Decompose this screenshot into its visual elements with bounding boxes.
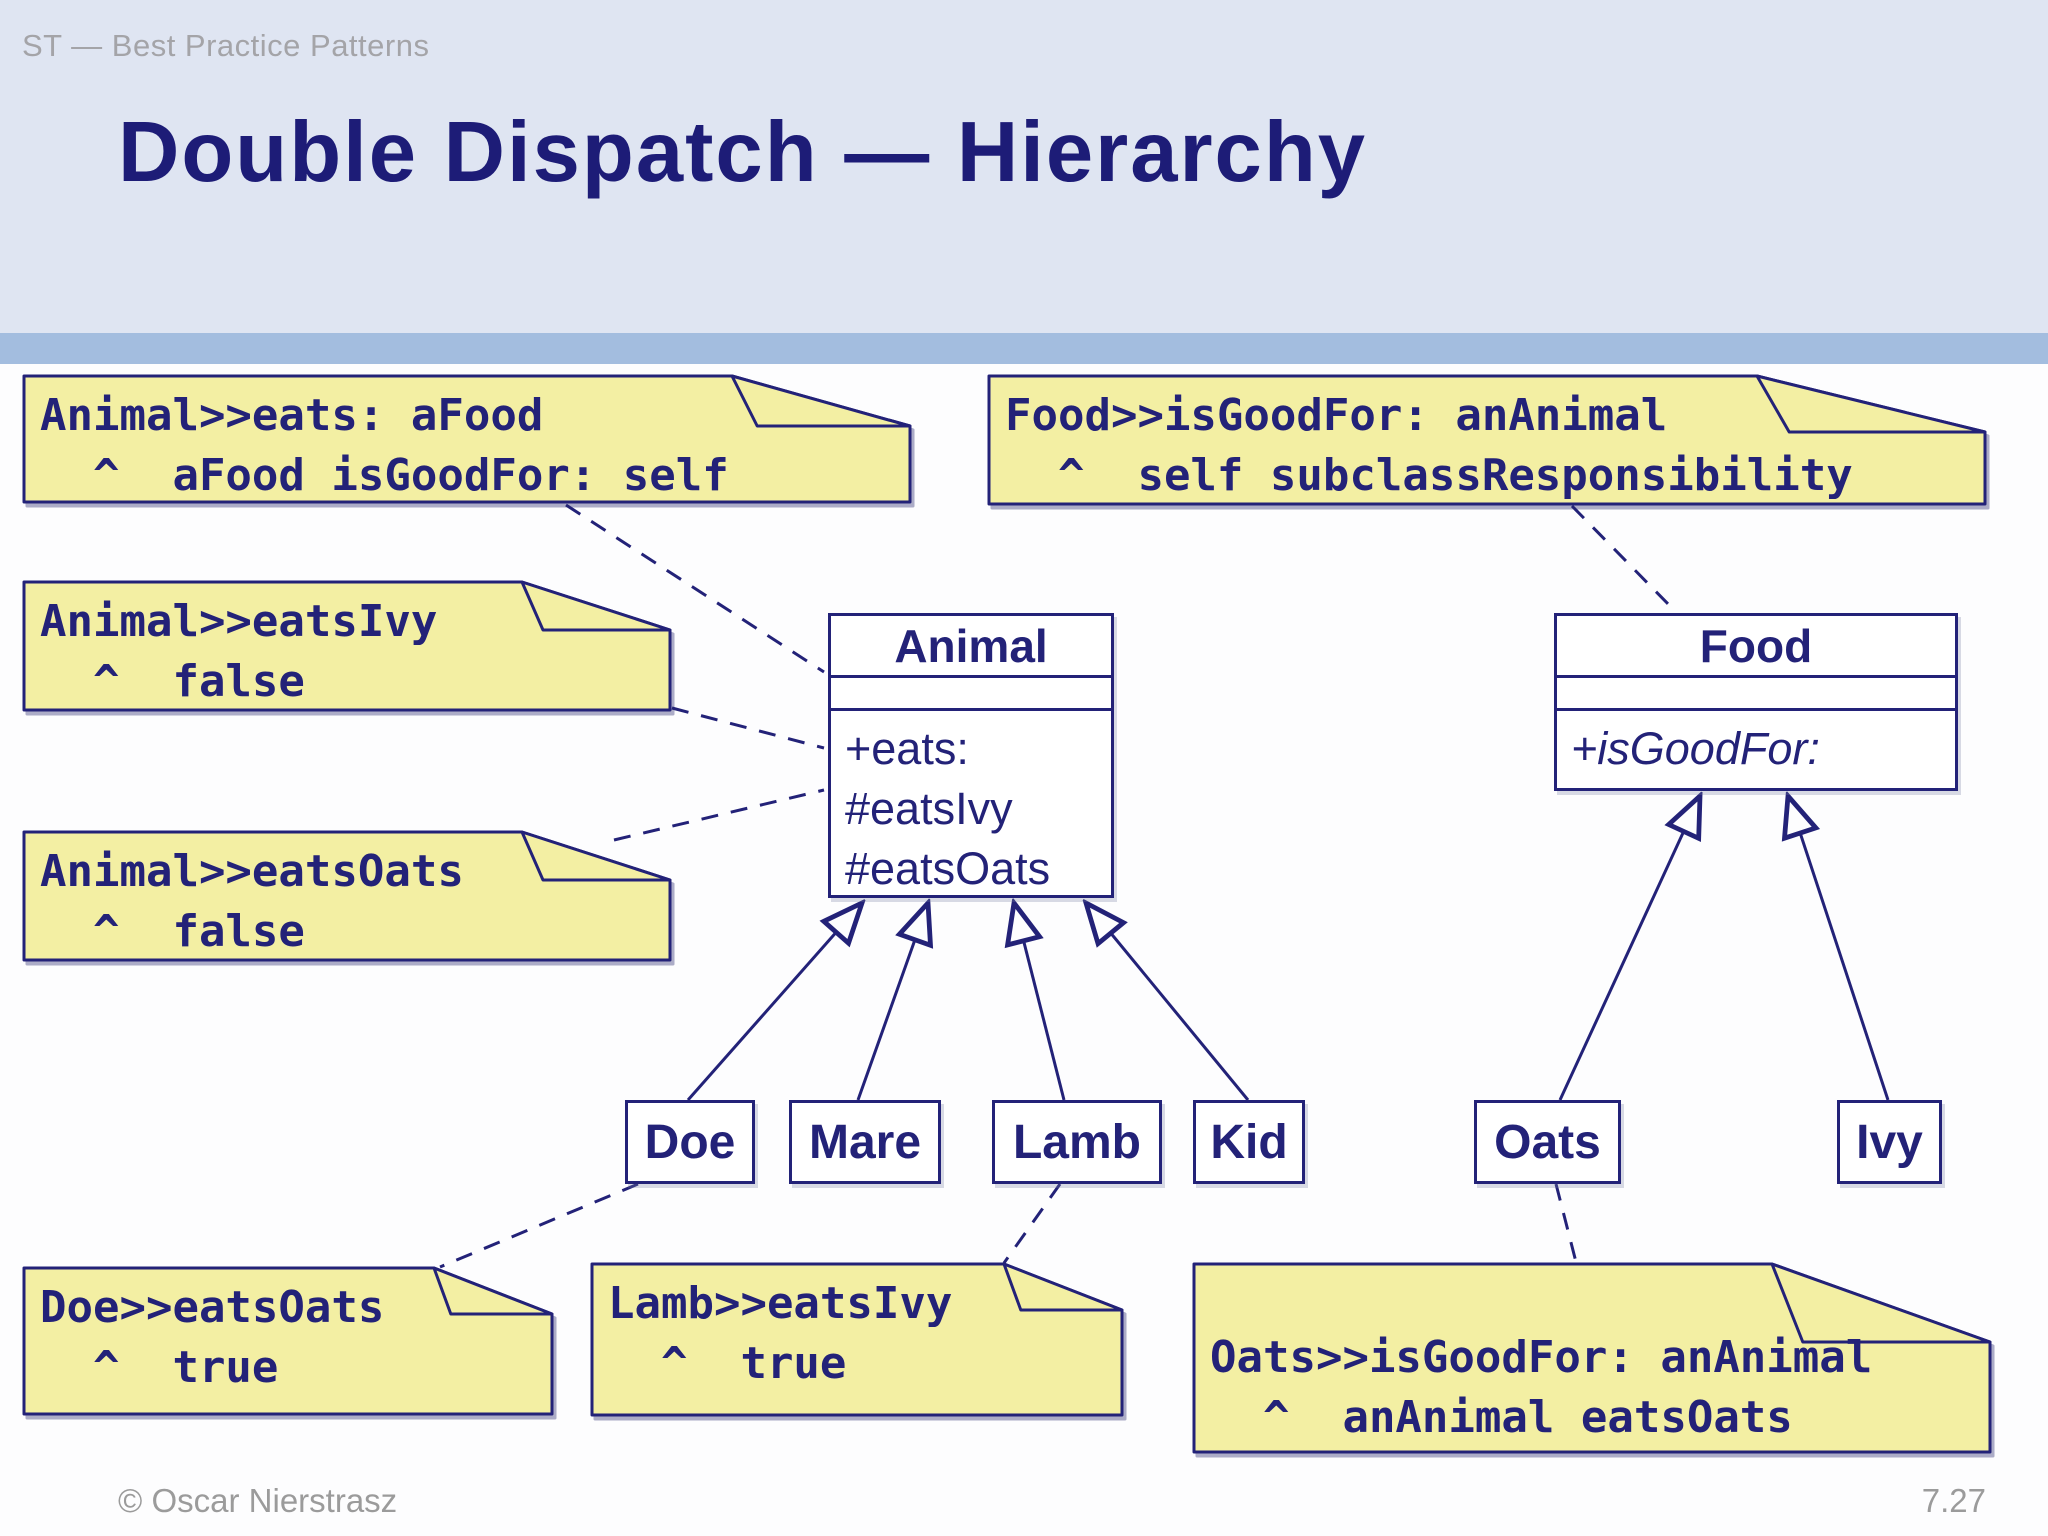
note-animal-eatsivy: Animal>>eatsIvy ^ false (22, 580, 672, 712)
class-method: #eatsOats (845, 843, 1051, 894)
class-kid: Kid (1193, 1100, 1305, 1184)
note-oats-isgoodfor: Oats>>isGoodFor: anAnimal ^ anAnimal eat… (1192, 1262, 1992, 1454)
class-lamb: Lamb (992, 1100, 1162, 1184)
class-animal: Animal +eats: #eatsIvy #eatsOats (828, 613, 1114, 898)
page-title: Double Dispatch — Hierarchy (118, 105, 1368, 200)
note-code-line: ^ self subclassResponsibility (1005, 450, 1853, 501)
note-animal-eats: Animal>>eats: aFood ^ aFood isGoodFor: s… (22, 374, 912, 504)
header-accent-bar (0, 333, 2048, 364)
note-doe-eatsoats: Doe>>eatsOats ^ true (22, 1266, 554, 1416)
course-label: ST — Best Practice Patterns (22, 28, 430, 63)
class-name: Food (1557, 616, 1955, 678)
class-ivy: Ivy (1837, 1100, 1942, 1184)
note-code-line: ^ false (40, 906, 305, 957)
note-food-isgoodfor: Food>>isGoodFor: anAnimal ^ self subclas… (987, 374, 1987, 506)
class-method: +eats: (845, 723, 969, 774)
note-lamb-eatsivy: Lamb>>eatsIvy ^ true (590, 1262, 1124, 1417)
note-code-line: Animal>>eats: aFood (40, 390, 544, 441)
class-oats: Oats (1474, 1100, 1621, 1184)
page-number: 7.27 (1921, 1482, 1986, 1519)
copyright-text: © Oscar Nierstrasz (118, 1482, 398, 1519)
class-method: #eatsIvy (845, 783, 1013, 834)
class-method-list: +isGoodFor: (1557, 711, 1955, 779)
class-doe: Doe (625, 1100, 755, 1184)
class-attributes-empty (1557, 678, 1955, 711)
note-code-line: ^ true (608, 1338, 847, 1389)
note-code-line: ^ true (40, 1342, 279, 1393)
slide-header: ST — Best Practice Patterns Double Dispa… (0, 0, 2048, 333)
note-code-line: Food>>isGoodFor: anAnimal (1005, 390, 1668, 441)
class-name: Animal (831, 616, 1111, 678)
class-method-list: +eats: #eatsIvy #eatsOats (831, 711, 1111, 899)
note-code-line: ^ aFood isGoodFor: self (40, 450, 729, 501)
note-code-line: Doe>>eatsOats (40, 1282, 385, 1333)
class-food: Food +isGoodFor: (1554, 613, 1958, 791)
note-code-line: ^ false (40, 656, 305, 707)
class-mare: Mare (789, 1100, 941, 1184)
note-animal-eatsoats: Animal>>eatsOats ^ false (22, 830, 672, 962)
note-code-line: ^ anAnimal eatsOats (1210, 1392, 1793, 1443)
note-code-line: Oats>>isGoodFor: anAnimal (1210, 1332, 1873, 1383)
note-code-line: Animal>>eatsIvy (40, 596, 438, 647)
note-code-line: Animal>>eatsOats (40, 846, 464, 897)
note-code-line: Lamb>>eatsIvy (608, 1278, 953, 1329)
class-method: +isGoodFor: (1571, 723, 1820, 774)
class-attributes-empty (831, 678, 1111, 711)
